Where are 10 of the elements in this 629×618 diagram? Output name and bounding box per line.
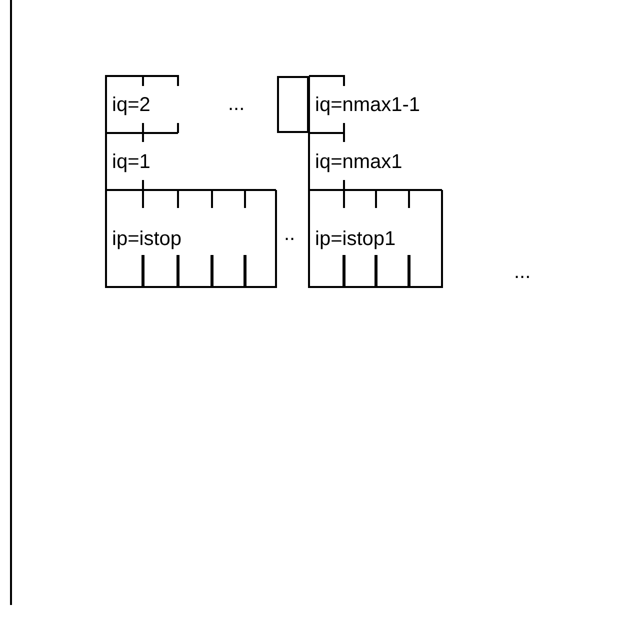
cell-label: iq=1 <box>106 133 196 190</box>
cell-label: ip=istop <box>106 190 276 287</box>
ellipsis-label: ... <box>514 262 531 282</box>
cell-label: iq=2 <box>106 76 196 133</box>
ellipsis-label: ... <box>228 94 245 114</box>
cell-label: ip=istop1 <box>309 190 479 287</box>
cell-label: iq=nmax1-1 <box>309 76 524 133</box>
cell-label: iq=nmax1 <box>309 133 499 190</box>
ellipsis-label: .. <box>284 224 296 244</box>
empty-box <box>277 76 309 133</box>
